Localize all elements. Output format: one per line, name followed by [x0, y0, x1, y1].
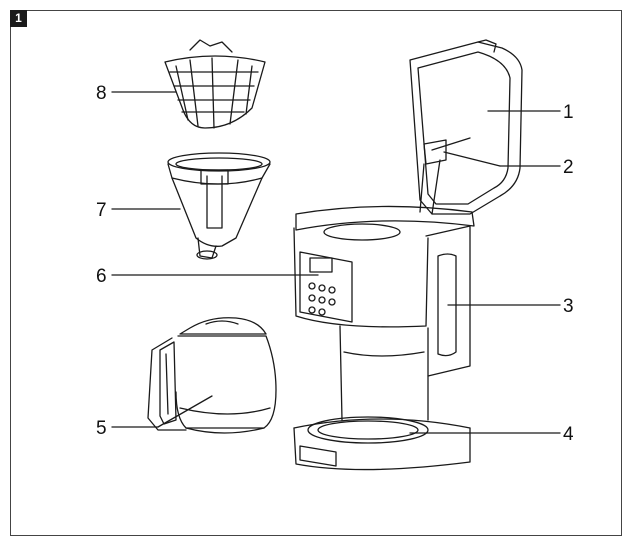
leader-line-2a [443, 151, 501, 167]
callout-label-5: 5 [96, 418, 107, 439]
figure-frame [10, 10, 622, 536]
callout-label-4: 4 [563, 424, 574, 445]
permanent-filter-drawing [164, 39, 266, 129]
callout-label-6: 6 [96, 266, 107, 287]
coffee-maker-body-drawing [293, 39, 523, 471]
callout-label-1: 1 [563, 102, 574, 123]
callout-label-7: 7 [96, 200, 107, 221]
figure-number-badge: 1 [10, 10, 27, 27]
leader-lines [111, 91, 561, 434]
leader-line-5b [157, 395, 213, 428]
callout-label-3: 3 [563, 296, 574, 317]
callout-label-2: 2 [563, 157, 574, 178]
filter-holder-drawing [167, 152, 271, 260]
callout-label-8: 8 [96, 83, 107, 104]
carafe-drawing [147, 317, 277, 434]
